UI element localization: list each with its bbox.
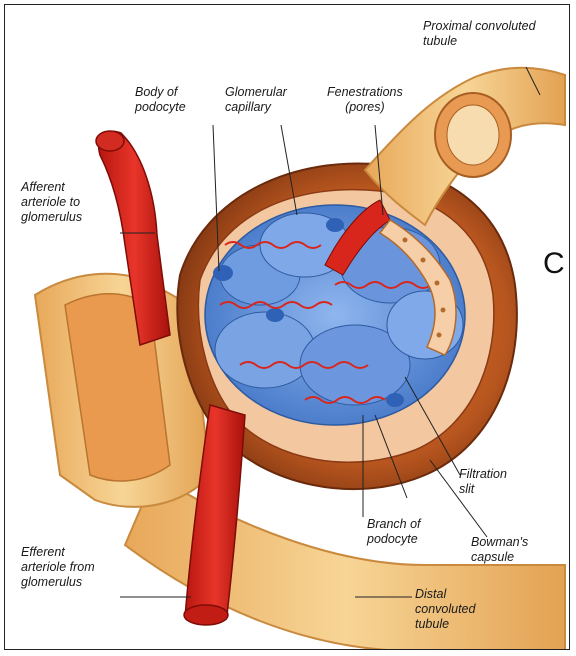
label-glomerular-capillary: Glomerular capillary: [225, 85, 287, 115]
label-efferent-arteriole: Efferent arteriole from glomerulus: [21, 545, 95, 590]
diagram-frame: Proximal convoluted tubule Body of podoc…: [4, 4, 570, 650]
label-body-of-podocyte: Body of podocyte: [135, 85, 186, 115]
label-fenestrations: Fenestrations (pores): [327, 85, 403, 115]
label-proximal-tubule: Proximal convoluted tubule: [423, 19, 536, 49]
label-filtration-slit: Filtration slit: [459, 467, 507, 497]
label-distal-tubule: Distal convoluted tubule: [415, 587, 475, 632]
cropped-letter: C: [543, 247, 565, 281]
label-afferent-arteriole: Afferent arteriole to glomerulus: [21, 180, 82, 225]
label-bowmans-capsule: Bowman's capsule: [471, 535, 528, 565]
label-branch-of-podocyte: Branch of podocyte: [367, 517, 421, 547]
